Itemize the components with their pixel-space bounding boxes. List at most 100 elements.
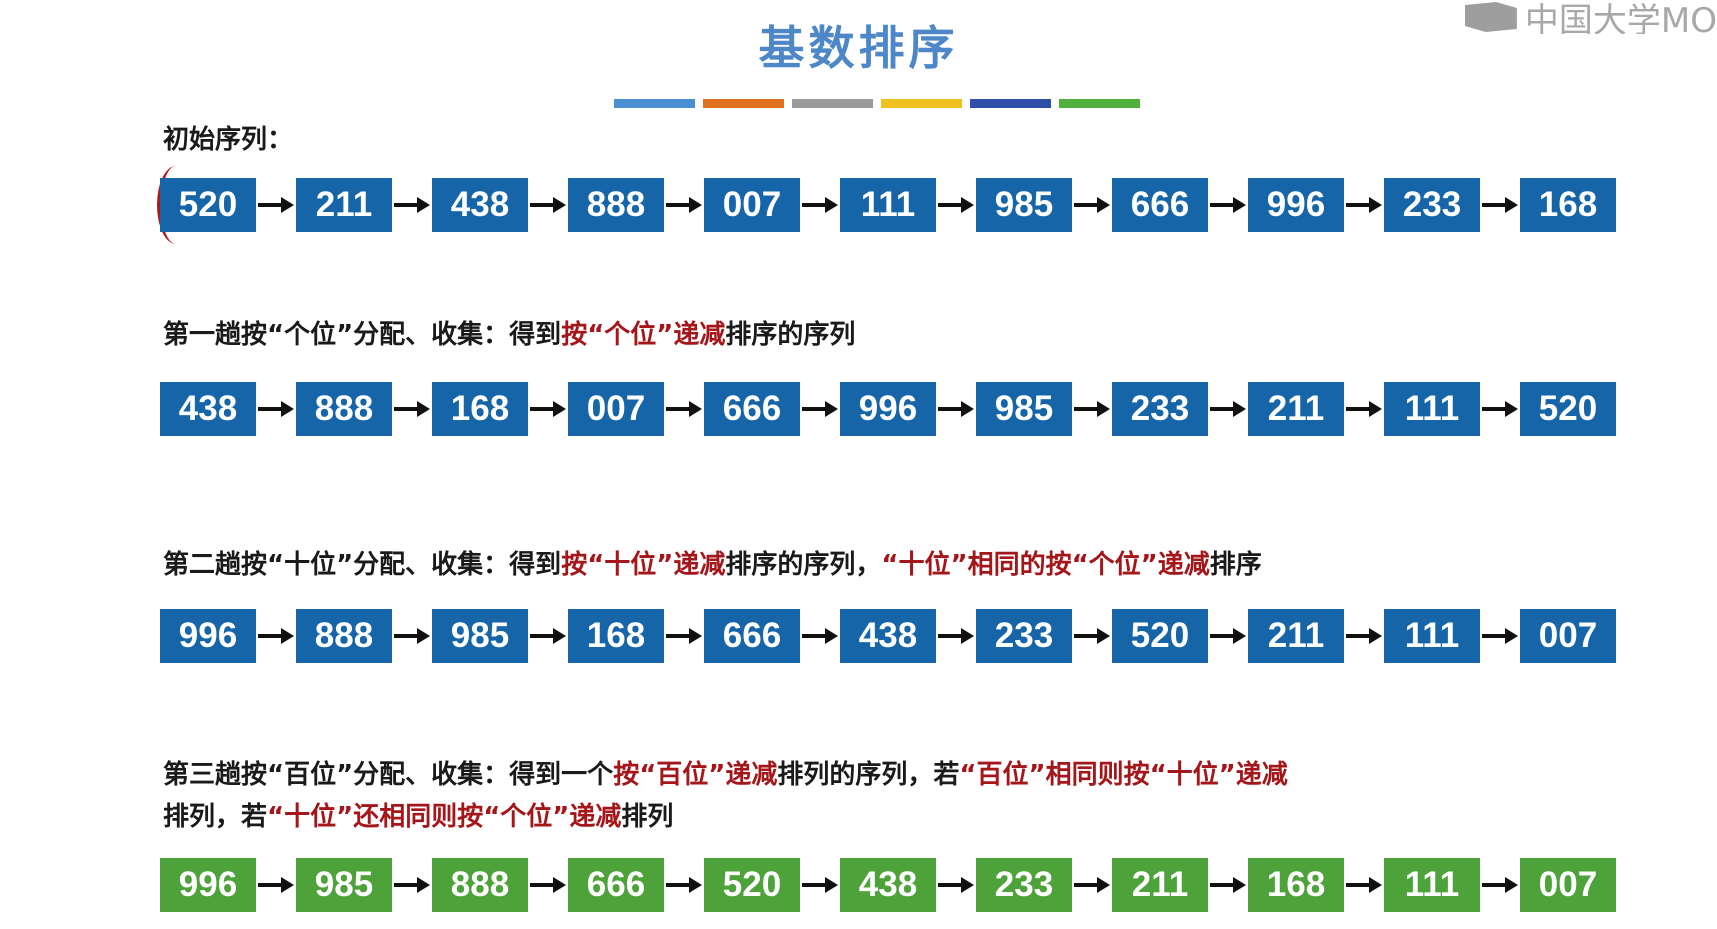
sequence-element: 666 <box>568 858 664 912</box>
sequence-element: 168 <box>432 382 528 436</box>
arrow-right-icon <box>1072 382 1112 436</box>
arrow-right-icon <box>1072 858 1112 912</box>
pass1-text-b: 排序的序列 <box>725 320 856 350</box>
sequence-element: 007 <box>1520 858 1616 912</box>
sequence-element: 985 <box>976 382 1072 436</box>
arrow-right-icon <box>1344 858 1384 912</box>
sequence-element: 111 <box>1384 382 1480 436</box>
pass1-description: 第一趟按“个位”分配、收集：得到按“个位”递减排序的序列 <box>163 314 855 356</box>
pass3-text-b: 排列的序列，若 <box>777 760 960 790</box>
color-bar-segment <box>614 99 695 108</box>
arrow-right-icon <box>256 609 296 663</box>
sequence-element: 438 <box>432 178 528 232</box>
arrow-right-icon <box>1072 178 1112 232</box>
pass2-text-a: 第二趟按“十位”分配、收集：得到 <box>163 550 562 580</box>
pass2-description: 第二趟按“十位”分配、收集：得到按“十位”递减排序的序列，“十位”相同的按“个位… <box>163 544 1262 586</box>
arrow-right-icon <box>800 858 840 912</box>
color-bar-segment <box>970 99 1051 108</box>
arrow-right-icon <box>1344 178 1384 232</box>
sequence-element: 438 <box>840 858 936 912</box>
arrow-right-icon <box>800 609 840 663</box>
pass3-text-c: 排列，若 <box>163 802 268 832</box>
color-bar-segment <box>881 99 962 108</box>
pass3-description-line2: 排列，若“十位”还相同则按“个位”递减排列 <box>163 796 673 838</box>
sequence-element: 985 <box>296 858 392 912</box>
mooc-logo-icon <box>1464 2 1517 32</box>
arrow-right-icon <box>528 178 568 232</box>
sequence-element: 666 <box>704 382 800 436</box>
arrow-right-icon <box>664 382 704 436</box>
arrow-right-icon <box>936 382 976 436</box>
pass1-text-red: 按“个位”递减 <box>561 320 726 350</box>
arrow-right-icon <box>664 858 704 912</box>
sequence-element: 111 <box>840 178 936 232</box>
sequence-element: 233 <box>976 858 1072 912</box>
arrow-right-icon <box>256 382 296 436</box>
arrow-right-icon <box>256 178 296 232</box>
arrow-right-icon <box>528 382 568 436</box>
pass3-text-red3: “十位”还相同则按“个位”递减 <box>267 802 622 832</box>
sequence-element: 438 <box>840 609 936 663</box>
arrow-right-icon <box>392 858 432 912</box>
sequence-element: 007 <box>568 382 664 436</box>
arrow-right-icon <box>664 609 704 663</box>
sequence-element: 233 <box>976 609 1072 663</box>
slide-title: 基数排序 <box>758 21 959 75</box>
sequence-element: 520 <box>1520 382 1616 436</box>
arrow-right-icon <box>664 178 704 232</box>
sequence-element: 888 <box>432 858 528 912</box>
sequence-element: 211 <box>296 178 392 232</box>
sequence-element: 211 <box>1248 382 1344 436</box>
arrow-right-icon <box>800 178 840 232</box>
pass3-sequence: 996 985 888 666 520 438 233 211 168 111 007 <box>160 858 1616 912</box>
color-bar-segment <box>1059 99 1140 108</box>
sequence-element: 211 <box>1112 858 1208 912</box>
sequence-element: 996 <box>160 858 256 912</box>
pass2-text-red1: 按“十位”递减 <box>561 550 726 580</box>
arrow-right-icon <box>1208 178 1248 232</box>
sequence-element: 111 <box>1384 858 1480 912</box>
sequence-element: 996 <box>160 609 256 663</box>
sequence-element: 996 <box>840 382 936 436</box>
sequence-element: 168 <box>568 609 664 663</box>
pass3-text-a: 第三趟按“百位”分配、收集：得到一个 <box>163 760 614 790</box>
mooc-watermark: 中国大学MO <box>1464 0 1717 35</box>
arrow-right-icon <box>528 609 568 663</box>
sequence-element: 211 <box>1248 609 1344 663</box>
arrow-right-icon <box>1344 609 1384 663</box>
sequence-element: 007 <box>704 178 800 232</box>
arrow-right-icon <box>936 858 976 912</box>
sequence-element: 111 <box>1384 609 1480 663</box>
arrow-right-icon <box>1480 178 1520 232</box>
pass2-text-b: 排序的序列， <box>725 550 882 580</box>
pass3-description-line1: 第三趟按“百位”分配、收集：得到一个按“百位”递减排列的序列，若“百位”相同则按… <box>163 754 1288 796</box>
pass2-text-red2: “十位”相同的按“个位”递减 <box>881 550 1210 580</box>
sequence-element: 888 <box>296 382 392 436</box>
sequence-element: 666 <box>1112 178 1208 232</box>
arrow-right-icon <box>1344 382 1384 436</box>
watermark-text: 中国大学MO <box>1524 0 1717 35</box>
arrow-right-icon <box>800 382 840 436</box>
sequence-element: 233 <box>1112 382 1208 436</box>
sequence-element: 168 <box>1520 178 1616 232</box>
pass1-text-a: 第一趟按“个位”分配、收集：得到 <box>163 320 562 350</box>
arrow-right-icon <box>1480 382 1520 436</box>
sequence-element: 520 <box>704 858 800 912</box>
pass2-text-c: 排序 <box>1209 550 1262 580</box>
color-bar-segment <box>792 99 873 108</box>
arrow-right-icon <box>1208 382 1248 436</box>
arrow-right-icon <box>1208 858 1248 912</box>
arrow-right-icon <box>1208 609 1248 663</box>
sequence-element: 168 <box>1248 858 1344 912</box>
sequence-element: 985 <box>432 609 528 663</box>
color-bar-segment <box>703 99 784 108</box>
sequence-element: 888 <box>296 609 392 663</box>
sequence-element: 520 <box>1112 609 1208 663</box>
sequence-element: 996 <box>1248 178 1344 232</box>
color-bar <box>614 99 1140 108</box>
sequence-element: 888 <box>568 178 664 232</box>
pass3-text-red1: 按“百位”递减 <box>613 760 778 790</box>
